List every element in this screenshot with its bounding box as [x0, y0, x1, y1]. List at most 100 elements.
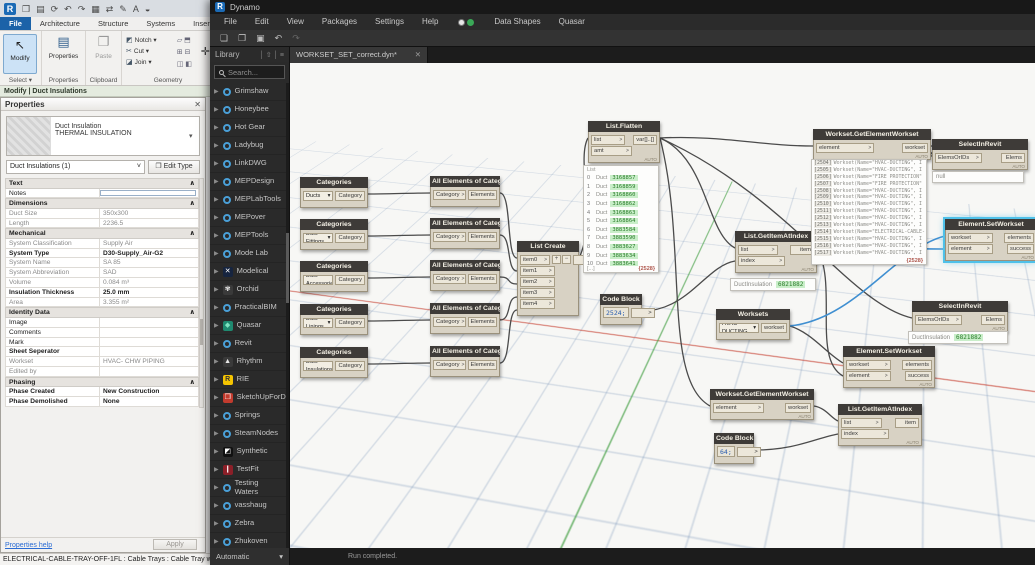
input-port-ElemsOrIDs[interactable]: ElemsOrIDs>	[935, 152, 982, 163]
output-port-success[interactable]: success	[905, 370, 932, 381]
input-port-item3[interactable]: item3>	[520, 287, 555, 298]
output-port-Elements[interactable]: Elements	[467, 273, 497, 284]
menu-help[interactable]: Help	[421, 17, 439, 26]
geometry-button-notch[interactable]: ◩Notch ▾	[126, 34, 157, 45]
paste-icon[interactable]: ❐	[97, 34, 110, 49]
property-value[interactable]	[100, 328, 198, 337]
section-collapse-icon[interactable]: ∧	[189, 309, 195, 317]
wire[interactable]	[367, 234, 431, 237]
type-selector[interactable]: Duct Insulation THERMAL INSULATION ▾	[6, 116, 200, 156]
node-all-elements-of-category-4[interactable]: All Elements of CategoryCategory>Element…	[430, 303, 500, 334]
wire[interactable]	[367, 319, 431, 322]
section-collapse-icon[interactable]: ∧	[189, 230, 195, 238]
wire[interactable]	[367, 276, 431, 279]
library-item-practicalbim[interactable]: ▶PracticalBIM	[210, 299, 286, 317]
property-value[interactable]	[100, 367, 198, 376]
library-item-linkdwg[interactable]: ▶LinkDWG	[210, 155, 286, 173]
input-port-list[interactable]: list>	[591, 134, 626, 145]
ribbon-tab-structure[interactable]: Structure	[97, 19, 129, 28]
wire[interactable]	[367, 192, 431, 195]
output-port-Elems[interactable]: Elems	[981, 314, 1005, 325]
geometry-button-join[interactable]: ◪Join ▾	[126, 56, 157, 67]
apply-button[interactable]: Apply	[153, 539, 197, 550]
property-value[interactable]	[100, 338, 198, 347]
redo-icon[interactable]: ↷	[292, 32, 300, 43]
node-dropdown[interactable]: Duct Fittings▾	[303, 232, 334, 243]
output-port-workset[interactable]: workset	[902, 142, 928, 153]
node-dropdown[interactable]: Duct Insulations▾	[303, 360, 334, 371]
modify-button[interactable]: ↖ Modify	[3, 34, 37, 74]
expand-arrow-icon[interactable]: ▶	[214, 341, 219, 347]
input-port-Category[interactable]: Category>	[433, 273, 466, 284]
type-caret-icon[interactable]: ▾	[189, 133, 193, 140]
output-port-success[interactable]: success	[1007, 243, 1034, 254]
wire[interactable]	[659, 136, 814, 147]
output-port-Category[interactable]: Category	[335, 190, 365, 201]
close-properties-icon[interactable]: ✕	[194, 100, 201, 109]
library-item-steamnodes[interactable]: ▶SteamNodes	[210, 425, 286, 443]
section-collapse-icon[interactable]: ∧	[189, 180, 195, 187]
property-value[interactable]: SAD	[103, 269, 117, 277]
library-item-grimshaw[interactable]: ▶Grimshaw	[210, 83, 286, 101]
property-value[interactable]: 2236.5	[103, 219, 124, 227]
add-item-button[interactable]: +	[552, 255, 561, 264]
property-value[interactable]	[100, 347, 198, 356]
input-port-element[interactable]: element>	[713, 402, 764, 413]
properties-section-mechanical[interactable]: Mechanical∧	[5, 228, 199, 239]
move-cross-icon[interactable]: ✛	[200, 46, 210, 58]
input-port-index[interactable]: index>	[841, 428, 890, 439]
save-icon[interactable]: ▤	[36, 3, 45, 14]
input-port-element[interactable]: element>	[846, 370, 891, 381]
library-item-vasshaug[interactable]: ▶vasshaug	[210, 497, 286, 515]
wire[interactable]	[499, 276, 518, 285]
input-port-workset[interactable]: workset>	[846, 359, 891, 370]
input-port-element[interactable]: element>	[948, 243, 993, 254]
node-all-elements-of-category-2[interactable]: All Elements of CategoryCategory>Element…	[430, 218, 500, 249]
menu-quasar[interactable]: Quasar	[558, 17, 585, 26]
library-item-testing-waters[interactable]: ▶Testing Waters	[210, 479, 286, 497]
properties-section-phasing[interactable]: Phasing∧	[5, 376, 199, 388]
expand-arrow-icon[interactable]: ▶	[214, 233, 219, 239]
wire[interactable]	[499, 309, 518, 364]
new-file-icon[interactable]: ❏	[220, 32, 229, 43]
properties-section-text[interactable]: Text∧	[5, 178, 199, 189]
print-icon[interactable]: ▦	[91, 3, 100, 14]
properties-stack-icon[interactable]: ▤	[57, 34, 70, 49]
property-value[interactable]: New Construction	[103, 388, 160, 396]
expand-arrow-icon[interactable]: ▶	[214, 521, 219, 527]
property-value[interactable]: HVAC- CHW PIPING	[103, 358, 165, 366]
input-port-workset[interactable]: workset>	[948, 232, 993, 243]
properties-section-dimensions[interactable]: Dimensions∧	[5, 198, 199, 209]
wire-selected[interactable]	[789, 235, 946, 327]
sync-icon[interactable]: ⟳	[50, 3, 59, 14]
node-all-elements-of-category-3[interactable]: All Elements of CategoryCategory>Element…	[430, 260, 500, 291]
text-icon[interactable]: A	[132, 3, 139, 14]
preview-workset-list-preview[interactable]: [2504]Workset(Name="HVAC-DUCTING", I[250…	[811, 159, 927, 265]
node-dropdown[interactable]: Duct Accessories▾	[303, 274, 334, 285]
library-item-meptools[interactable]: ▶MEPTools	[210, 227, 286, 245]
library-item-sketchupford[interactable]: ▶❒SketchUpForD	[210, 389, 286, 407]
menu-packages[interactable]: Packages	[321, 17, 358, 26]
expand-arrow-icon[interactable]: ▶	[214, 449, 219, 455]
expand-arrow-icon[interactable]: ▶	[214, 179, 219, 185]
input-port-Category[interactable]: Category>	[433, 316, 466, 327]
library-item-zebra[interactable]: ▶Zebra	[210, 515, 286, 533]
properties-scrollbar[interactable]	[199, 178, 204, 408]
open-icon[interactable]: ❒	[22, 3, 31, 14]
input-port-item2[interactable]: item2>	[520, 276, 555, 287]
undo-icon[interactable]: ↶	[274, 32, 283, 43]
expand-arrow-icon[interactable]: ▶	[214, 143, 219, 149]
expand-arrow-icon[interactable]: ▶	[214, 305, 219, 311]
help-icon[interactable]: ◒	[144, 3, 151, 14]
node-dropdown[interactable]: Duct Linings▾	[303, 317, 334, 328]
wire[interactable]	[813, 405, 839, 422]
expand-arrow-icon[interactable]: ▶	[214, 251, 219, 257]
